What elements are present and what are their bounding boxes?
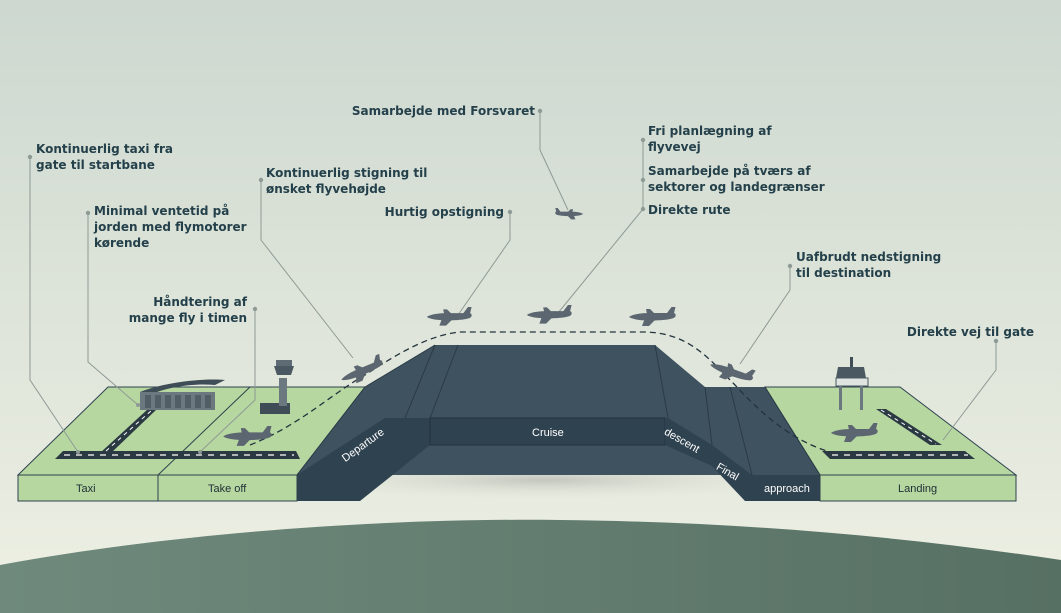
annotation-cross-border: Samarbejde på tværs af sektorer og lande… bbox=[648, 164, 825, 194]
annotation-direct-route: Direkte rute bbox=[648, 203, 731, 217]
phase-taxi-label: Taxi bbox=[76, 483, 96, 495]
control-tower-left bbox=[260, 360, 294, 414]
flight-path bbox=[249, 331, 831, 453]
ground-hill bbox=[0, 519, 1061, 613]
phase-takeoff-label: Take off bbox=[208, 483, 247, 495]
cruise-front bbox=[429, 417, 666, 446]
terminal-building bbox=[140, 379, 225, 410]
annotation-waiting: Minimal ventetid på jorden med flymotore… bbox=[94, 204, 247, 250]
departure-front bbox=[297, 418, 430, 501]
annotation-taxi: Kontinuerlig taxi fra gate til startbane bbox=[36, 142, 173, 172]
descent-front bbox=[665, 418, 712, 466]
phase-landing-label: Landing bbox=[898, 483, 938, 495]
leader-dots bbox=[27, 108, 999, 454]
annotation-gate: Direkte vej til gate bbox=[906, 325, 1034, 339]
approach-front bbox=[752, 475, 820, 501]
leader-lines bbox=[29, 111, 997, 453]
annotation-free-planning: Fri planlægning af flyvevej bbox=[648, 124, 772, 154]
annotation-quick-climb: Hurtig opstigning bbox=[384, 205, 504, 219]
final-front bbox=[712, 445, 760, 501]
right-runways bbox=[822, 409, 975, 459]
slab-dividers bbox=[296, 344, 821, 476]
annotation-defence: Samarbejde med Forsvaret bbox=[351, 104, 535, 118]
phase-cruise-label: Cruise bbox=[532, 427, 564, 439]
phase-approach-label: approach bbox=[764, 483, 810, 495]
left-runways bbox=[55, 409, 300, 459]
annotation-climb: Kontinuerlig stigning til ønsket flyvehø… bbox=[266, 166, 428, 196]
annotation-descent: Uafbrudt nedstigning til destination bbox=[796, 250, 942, 280]
right-ground-front bbox=[819, 474, 1017, 502]
control-tower-right bbox=[835, 357, 869, 410]
left-ground-divider bbox=[157, 386, 251, 476]
annotation-capacity: Håndtering af mange fly i timen bbox=[128, 295, 247, 325]
